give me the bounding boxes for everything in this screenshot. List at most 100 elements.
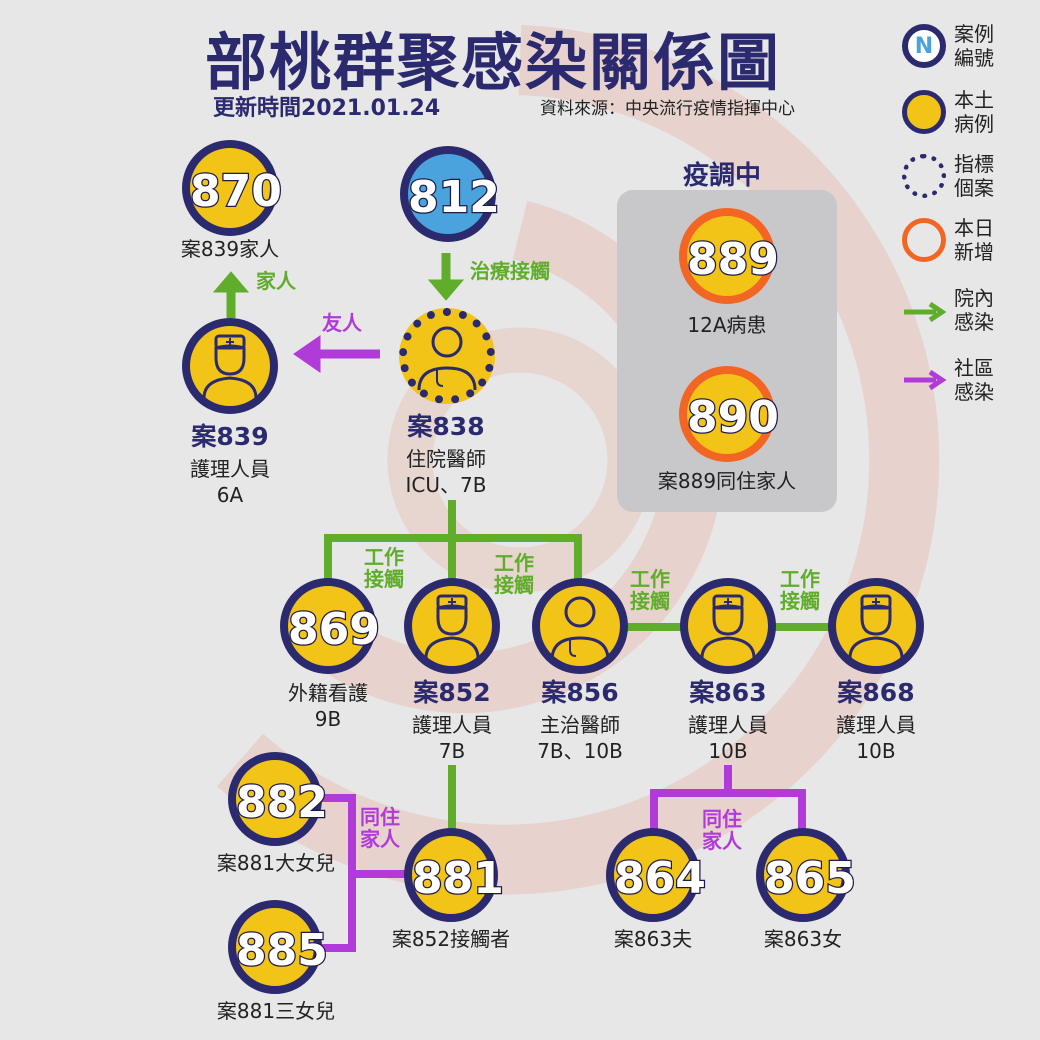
case-865-node: 865 (756, 828, 857, 922)
edge-label-cohab-1-line2: 家人 (360, 827, 400, 851)
case-863-name: 案863 (689, 678, 767, 707)
legend-new-today-icon (902, 218, 946, 262)
case-889-label: 12A病患 (687, 313, 767, 337)
case-868-name: 案868 (837, 678, 915, 707)
edge-label-work-2-line1: 工作 (494, 551, 534, 575)
arrow-friend (293, 335, 380, 373)
case-839-role: 護理人員 (190, 457, 270, 481)
case-885-label: 案881三女兒 (216, 999, 336, 1023)
legend-case-number-line2: 編號 (954, 46, 994, 70)
case-868-role: 護理人員 (836, 713, 916, 737)
edge-label-treatment: 治療接觸 (470, 259, 550, 283)
page-title: 部桃群聚感染關係圖 (205, 26, 782, 99)
legend-local-line1: 本土 (954, 88, 994, 112)
case-838-ward: ICU、7B (405, 473, 487, 497)
legend-index-line1: 指標 (954, 152, 994, 176)
case-889-node: 889 (679, 208, 780, 304)
edge-label-work-2-line2: 接觸 (494, 573, 534, 597)
edge-label-work-2: 工作 接觸 (494, 552, 534, 596)
case-882-label: 案881大女兒 (216, 851, 336, 875)
case-881-label: 案852接觸者 (391, 927, 511, 951)
case-890-node: 890 (679, 366, 780, 462)
legend-case-number-icon: N (902, 24, 946, 68)
case-856-role: 主治醫師 (540, 713, 620, 737)
case-852-ward: 7B (438, 739, 466, 763)
legend-community-arrow-icon (904, 369, 947, 391)
case-868-ward: 10B (856, 739, 896, 763)
legend-community-text: 社區 感染 (954, 356, 994, 404)
update-time: 更新時間2021.01.24 (213, 96, 441, 121)
legend-case-number-line1: 案例 (954, 22, 994, 46)
legend-new-today-text: 本日 新增 (954, 216, 994, 264)
case-863-ward: 10B (708, 739, 748, 763)
edge-label-cohab-2-line1: 同住 (702, 807, 742, 831)
doctor-icon (417, 326, 477, 391)
case-882-number: 882 (235, 777, 329, 828)
case-864-number: 864 (613, 853, 707, 904)
case-856-node (532, 578, 628, 674)
case-890-number: 890 (686, 392, 780, 443)
case-839-node (182, 318, 278, 414)
edge-label-work-4-line2: 接觸 (780, 589, 820, 613)
nurse-icon (700, 594, 756, 659)
case-856-name: 案856 (541, 678, 619, 707)
case-863-role: 護理人員 (688, 713, 768, 737)
legend-local-text: 本土 病例 (954, 88, 994, 136)
case-889-number: 889 (686, 234, 780, 285)
case-865-number: 865 (763, 853, 857, 904)
edge-label-cohab-1: 同住 家人 (360, 806, 400, 850)
case-863-node (680, 578, 776, 674)
edge-label-work-3-line2: 接觸 (630, 589, 670, 613)
legend-case-number-text: 案例 編號 (954, 22, 994, 70)
edge-label-work-3: 工作 接觸 (630, 568, 670, 612)
case-870-label: 案839家人 (180, 237, 280, 261)
case-839-name: 案839 (191, 422, 269, 451)
case-881-number: 881 (411, 853, 505, 904)
edge-label-friend: 友人 (322, 311, 362, 335)
case-869-number: 869 (287, 604, 381, 655)
nurse-icon (202, 334, 258, 399)
doctor-icon (550, 596, 610, 661)
legend-new-today-line2: 新增 (954, 240, 994, 264)
case-881-node: 881 (404, 828, 505, 922)
case-870-node: 870 (182, 140, 283, 236)
investigating-title: 疫調中 (683, 161, 762, 191)
edge-label-work-4-line1: 工作 (780, 567, 820, 591)
case-852-role: 護理人員 (412, 713, 492, 737)
case-882-node: 882 (228, 752, 329, 846)
edge-label-work-4: 工作 接觸 (780, 568, 820, 612)
edge-label-family: 家人 (256, 269, 296, 293)
legend-community-line1: 社區 (954, 356, 994, 380)
edge-label-cohab-1-line1: 同住 (360, 805, 400, 829)
case-869-role: 外籍看護 (288, 681, 368, 705)
legend-new-today-line1: 本日 (954, 216, 994, 240)
case-864-label: 案863夫 (613, 927, 693, 951)
case-869-node: 869 (280, 578, 381, 674)
case-839-ward: 6A (216, 483, 244, 507)
nurse-icon (424, 594, 480, 659)
legend-local-icon (902, 90, 946, 134)
case-885-number: 885 (235, 925, 329, 976)
edge-label-work-1-line1: 工作 (364, 545, 404, 569)
case-838-name: 案838 (407, 412, 485, 441)
legend-index-line2: 個案 (954, 176, 994, 200)
case-869-ward: 9B (314, 707, 342, 731)
case-885-node: 885 (228, 900, 329, 994)
case-865-label: 案863女 (763, 927, 843, 951)
case-864-node: 864 (606, 828, 707, 922)
legend-hospital-arrow-icon (904, 301, 947, 323)
case-838-node (399, 308, 495, 404)
legend-local-line2: 病例 (954, 112, 994, 136)
arrow-treatment (427, 253, 465, 301)
edge-label-work-1: 工作 接觸 (364, 546, 404, 590)
tree-work (324, 500, 834, 830)
legend-hospital-text: 院內 感染 (954, 286, 994, 334)
tree-cohab (318, 765, 806, 952)
legend-hospital-line1: 院內 (954, 286, 994, 310)
edge-label-work-1-line2: 接觸 (364, 567, 404, 591)
data-source: 資料來源：中央流行疫情指揮中心 (540, 99, 795, 119)
legend-case-number-letter: N (914, 34, 934, 59)
arrow-family (212, 271, 250, 318)
